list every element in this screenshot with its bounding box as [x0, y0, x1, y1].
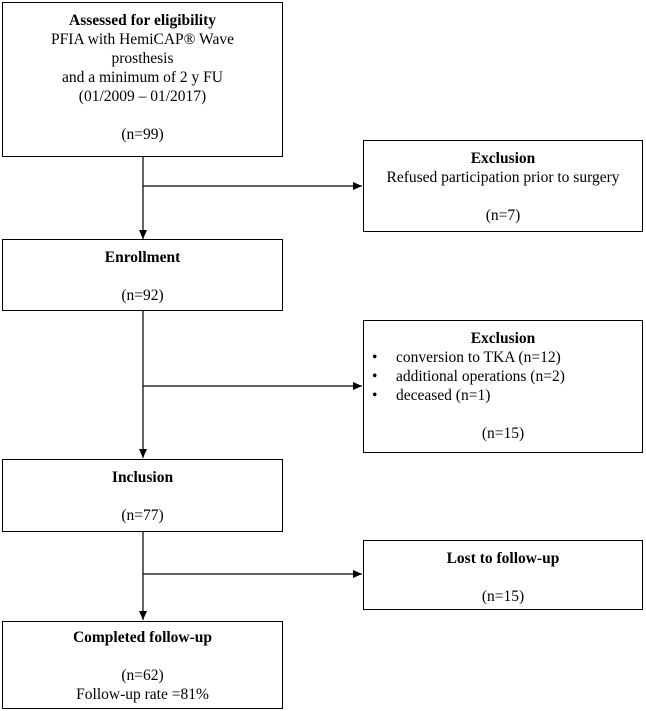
enrollment-count: (n=92): [121, 287, 164, 304]
inclusion-box: Inclusion (n=77): [2, 459, 283, 532]
eligibility-line-4: (01/2009 – 01/2017): [78, 88, 207, 105]
exclusion-2-title: Exclusion: [470, 330, 536, 347]
completed-count: (n=62): [121, 667, 164, 684]
completed-title: Completed follow-up: [72, 629, 213, 646]
exclusion-2-count: (n=15): [481, 425, 525, 442]
bullet-icon: •: [372, 368, 378, 385]
exclusion-2-list: •conversion to TKA (n=12) •additional op…: [364, 348, 642, 405]
exclusion-box-1: Exclusion Refused participation prior to…: [363, 140, 643, 232]
eligibility-title: Assessed for eligibility: [69, 12, 216, 29]
completed-follow-up-box: Completed follow-up (n=62) Follow-up rat…: [2, 621, 283, 709]
list-item: •additional operations (n=2): [372, 368, 565, 385]
bullet-icon: •: [372, 349, 378, 366]
eligibility-line-1: PFIA with HemiCAP® Wave: [51, 31, 234, 48]
follow-up-rate: Follow-up rate =81%: [76, 686, 209, 703]
list-item: •conversion to TKA (n=12): [372, 349, 561, 366]
lost-count: (n=15): [481, 588, 525, 605]
exclusion-1-reason: Refused participation prior to surgery: [386, 169, 620, 186]
list-item: •deceased (n=1): [372, 387, 491, 404]
lost-title: Lost to follow-up: [446, 550, 560, 567]
exclusion-box-2: Exclusion •conversion to TKA (n=12) •add…: [363, 320, 643, 453]
bullet-icon: •: [372, 387, 378, 404]
inclusion-title: Inclusion: [111, 469, 174, 486]
inclusion-count: (n=77): [121, 507, 164, 524]
lost-to-follow-up-box: Lost to follow-up (n=15): [363, 540, 643, 610]
exclusion-1-count: (n=7): [485, 207, 521, 224]
eligibility-count: (n=99): [121, 126, 164, 143]
enrollment-title: Enrollment: [104, 249, 181, 266]
exclusion-1-title: Exclusion: [470, 150, 536, 167]
eligibility-line-2: prosthesis: [111, 50, 174, 67]
eligibility-box: Assessed for eligibility PFIA with HemiC…: [2, 2, 283, 157]
enrollment-box: Enrollment (n=92): [2, 239, 283, 311]
eligibility-line-3: and a minimum of 2 y FU: [61, 69, 224, 86]
